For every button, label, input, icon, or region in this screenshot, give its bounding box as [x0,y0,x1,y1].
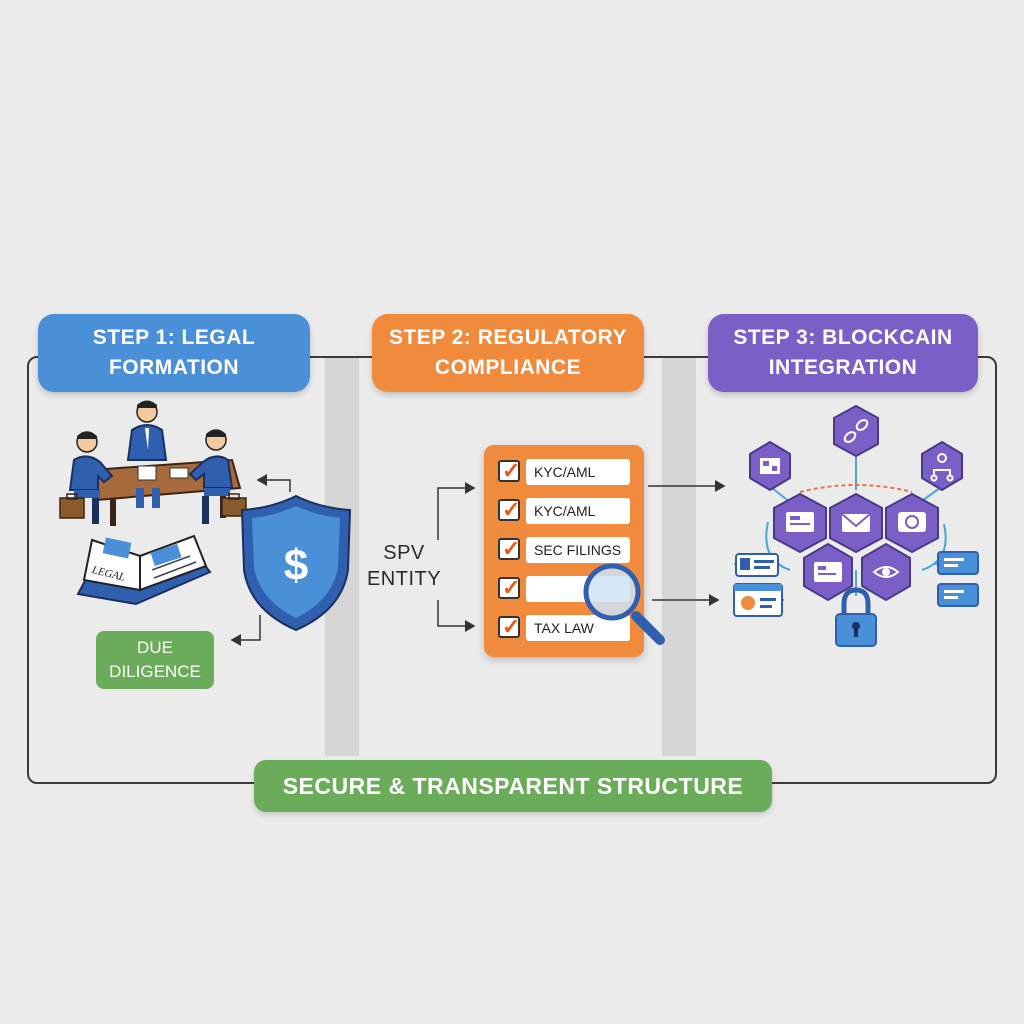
checkmark-icon: ✓ [502,575,521,600]
eye-icon [872,566,900,578]
step-2-header: STEP 2: REGULATORY COMPLIANCE [372,314,644,392]
shield-dollar-icon: $ [240,494,352,632]
email-icon [841,513,871,532]
arrow-shield-to-diligence [230,615,261,646]
checklist-label: KYC/AML [526,459,630,485]
meeting-people-icon [59,400,247,526]
arrow-spv-to-checklist-top [437,482,476,540]
step-1-title-line1: STEP 1: LEGAL [92,326,256,349]
due-diligence-line2: DILIGENCE [109,662,201,681]
org-chart-icon [930,453,954,482]
shield-symbol: $ [284,541,308,590]
due-diligence-badge: DUE DILIGENCE [96,631,214,689]
due-diligence-line1: DUE [137,638,173,657]
checklist-item: ✓ TAX LAW [498,614,630,641]
checklist-label: SEC FILINGS [526,537,630,563]
chain-link-icon [843,419,869,443]
checkbox: ✓ [498,575,521,600]
checkmark-icon: ✓ [502,614,521,639]
checkbox: ✓ [498,458,521,483]
spv-line1: SPV [383,542,425,564]
spv-entity-label: SPV ENTITY [356,540,452,592]
column-divider-2 [662,358,696,756]
checkmark-icon: ✓ [502,536,521,561]
checklist-item: ✓ KYC/AML [498,497,630,524]
checklist-label: KYC/AML [526,498,630,524]
arrow-shield-to-meeting [256,474,291,492]
network-icon [749,404,963,602]
checklist-label [526,576,630,602]
checkbox: ✓ [498,497,521,522]
step-3-title-line2: INTEGRATION [768,356,918,379]
data-card-icon [937,551,979,607]
checkmark-icon: ✓ [502,458,521,483]
checkbox: ✓ [498,536,521,561]
checklist-label: TAX LAW [526,615,630,641]
document-icon [786,512,814,532]
qr-code-icon [760,458,780,474]
checklist-item: ✓ [498,575,630,602]
checklist-item: ✓ KYC/AML [498,458,630,485]
compliance-checklist: ✓ KYC/AML ✓ KYC/AML ✓ SEC FILINGS ✓ ✓ TA… [484,445,644,657]
lock-icon [835,587,877,647]
step-3-title-line1: STEP 3: BLOCKCAIN [733,326,953,349]
legal-book-icon: LEGAL [76,534,212,606]
step-2-title-line2: COMPLIANCE [434,356,582,379]
checkmark-icon: ✓ [502,497,521,522]
step-3-header: STEP 3: BLOCKCAIN INTEGRATION [708,314,978,392]
spv-line2: ENTITY [366,568,442,590]
profile-card-icon [814,562,842,582]
step-1-header: STEP 1: LEGAL FORMATION [38,314,310,392]
step-2-title-line1: STEP 2: REGULATORY [388,326,628,349]
checkbox: ✓ [498,614,521,639]
arrow-spv-to-checklist-bottom [437,600,476,632]
step-1-title-line2: FORMATION [108,356,240,379]
checklist-item: ✓ SEC FILINGS [498,536,630,563]
footer-banner: SECURE & TRANSPARENT STRUCTURE [254,760,772,812]
badge-icon [898,512,926,532]
id-card-icon [733,553,783,617]
